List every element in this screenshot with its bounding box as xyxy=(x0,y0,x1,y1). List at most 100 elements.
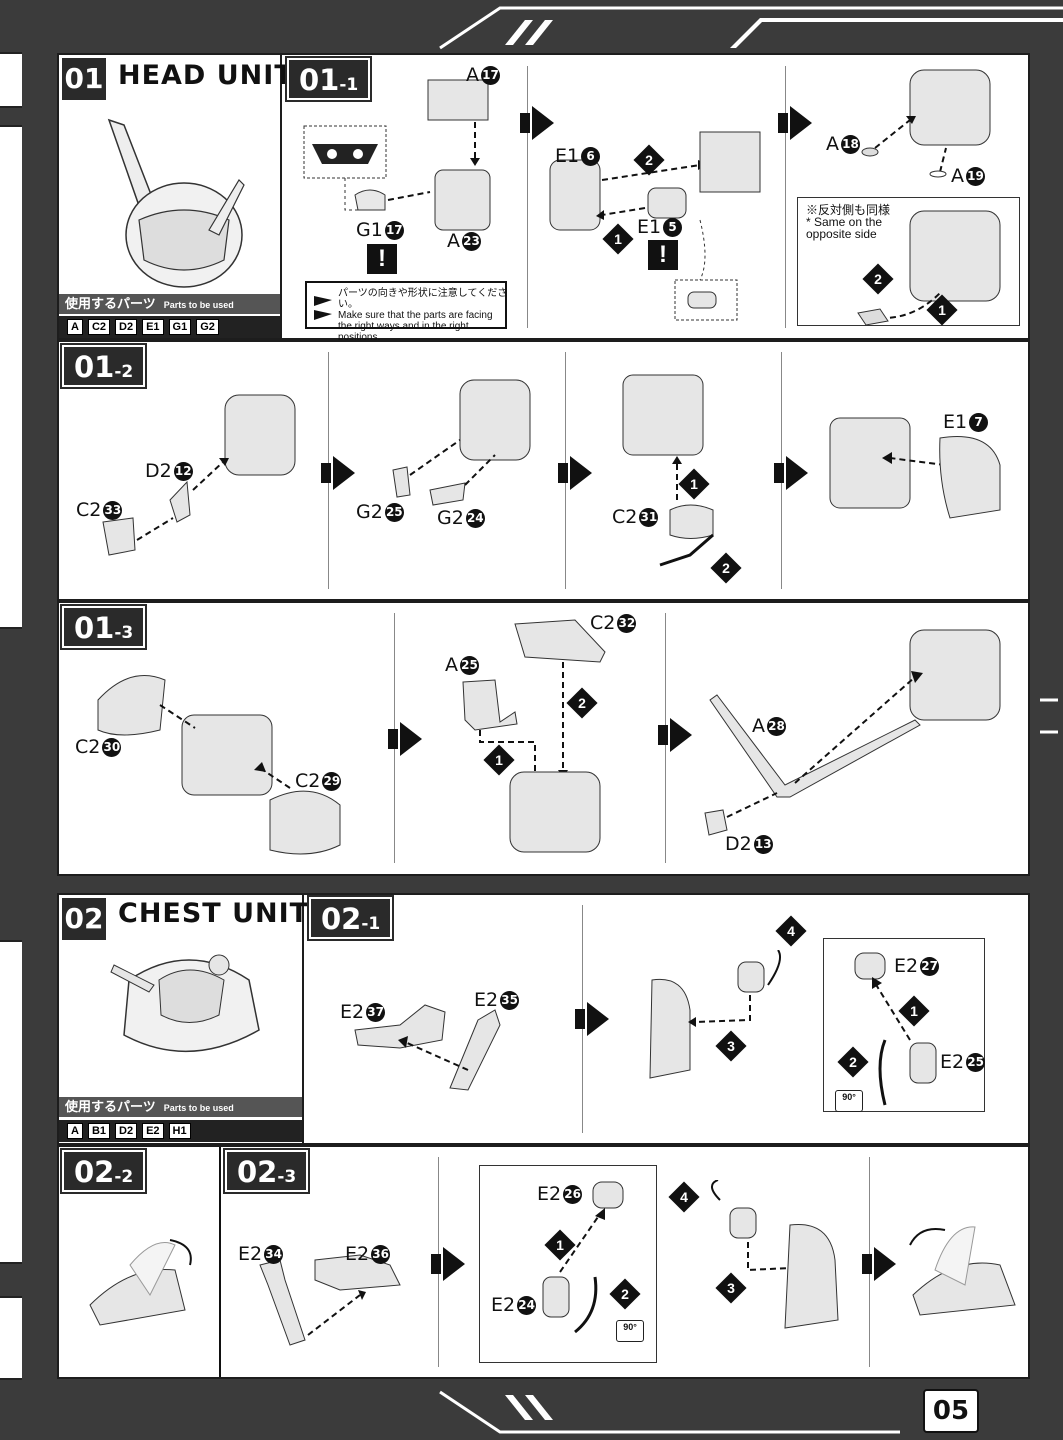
next-arrow-icon xyxy=(774,456,808,490)
step-number: 2 xyxy=(609,1278,641,1310)
step-number: 2 xyxy=(566,687,598,719)
part-chip: A xyxy=(67,1123,83,1139)
step-number: 1 xyxy=(602,223,634,255)
step-number: 1 xyxy=(483,744,515,776)
step-01-2-diagram-d xyxy=(829,417,1001,519)
caution-icon: ! xyxy=(367,244,397,274)
same-side-illustration xyxy=(857,210,1001,326)
rotate-90-icon: 90° xyxy=(616,1320,644,1342)
step-02-2-diagram xyxy=(89,1239,192,1326)
step-01-3-tag: 01-3 xyxy=(59,604,148,650)
part-chip: D2 xyxy=(115,319,138,335)
step-02-3-detail xyxy=(542,1181,624,1334)
page-number: 05 xyxy=(923,1389,979,1433)
step-01-1-diagram-b xyxy=(549,131,761,321)
step-02-1-diagram-b xyxy=(649,950,781,1079)
step-01-2-diagram-b xyxy=(392,379,531,506)
chest-parts-chips: A B1 D2 E2 H1 xyxy=(59,1120,302,1142)
part-chip: E1 xyxy=(142,319,164,335)
step-number: 2 xyxy=(862,263,894,295)
step-number: 1 xyxy=(898,995,930,1027)
step-number: 1 xyxy=(544,1229,576,1261)
part-chip: D2 xyxy=(115,1123,138,1139)
next-arrow-icon xyxy=(388,722,422,756)
step-02-1-diagram-a xyxy=(354,1004,501,1091)
step-number: 4 xyxy=(775,915,807,947)
step-02-1-tag: 02-1 xyxy=(306,895,395,941)
part-chip: G1 xyxy=(168,319,192,335)
part-chip: E2 xyxy=(142,1123,164,1139)
chest-unit-illustration xyxy=(110,954,260,1053)
chest-unit-title: CHEST UNIT xyxy=(118,898,310,929)
step-divider xyxy=(219,1147,221,1377)
left-page-edge xyxy=(0,52,22,108)
step-number: 2 xyxy=(710,552,742,584)
step-01-3-diagram-b xyxy=(462,619,606,853)
step-number: 2 xyxy=(837,1046,869,1078)
step-01-1-diagram-c xyxy=(861,69,991,178)
next-arrow-icon xyxy=(658,718,692,752)
head-unit-title: HEAD UNIT xyxy=(118,60,294,91)
step-02-2-tag: 02-2 xyxy=(59,1148,148,1194)
rotate-90-icon: 90° xyxy=(835,1090,863,1112)
head-unit-overview xyxy=(57,53,282,340)
part-chip: B1 xyxy=(87,1123,111,1139)
next-arrow-icon xyxy=(862,1247,896,1281)
head-unit-tag: 01 xyxy=(62,58,106,100)
step-01-2-diagram-c xyxy=(622,374,714,567)
left-page-edge xyxy=(0,125,22,629)
parts-label-en: Parts to be used xyxy=(163,300,234,310)
step-01-1-tag: 01-1 xyxy=(284,56,373,102)
step-02-3-diagram-b xyxy=(711,1180,839,1329)
next-arrow-icon xyxy=(778,106,812,140)
caution-icon: ! xyxy=(648,240,678,270)
step-number: 1 xyxy=(926,294,958,326)
left-page-edge xyxy=(0,1296,22,1380)
caution-note: パーツの向きや形状に注意してください。 Make sure that the p… xyxy=(338,288,508,343)
part-chip: G2 xyxy=(196,319,219,335)
step-01-2-diagram-a xyxy=(102,394,296,556)
step-02-1-detail xyxy=(854,952,937,1106)
next-arrow-icon xyxy=(520,106,554,140)
step-01-1-diagram-a xyxy=(303,79,507,329)
head-unit-illustration xyxy=(107,118,245,288)
step-number: 1 xyxy=(678,468,710,500)
step-divider xyxy=(785,66,786,328)
step-01-2-tag: 01-2 xyxy=(59,343,148,389)
part-chip: H1 xyxy=(168,1123,191,1139)
chest-unit-tag: 02 xyxy=(62,898,106,940)
rotate-detail-box xyxy=(823,938,985,1112)
step-number: 3 xyxy=(715,1272,747,1304)
next-arrow-icon xyxy=(575,1002,609,1036)
parts-label-en: Parts to be used xyxy=(163,1103,234,1113)
next-arrow-icon xyxy=(321,456,355,490)
step-02-3-tag: 02-3 xyxy=(222,1148,311,1194)
parts-label-jp: 使用するパーツ xyxy=(65,296,156,311)
part-chip: C2 xyxy=(87,319,111,335)
step-divider xyxy=(527,66,528,328)
step-02-3-diagram-c xyxy=(909,1226,1016,1316)
